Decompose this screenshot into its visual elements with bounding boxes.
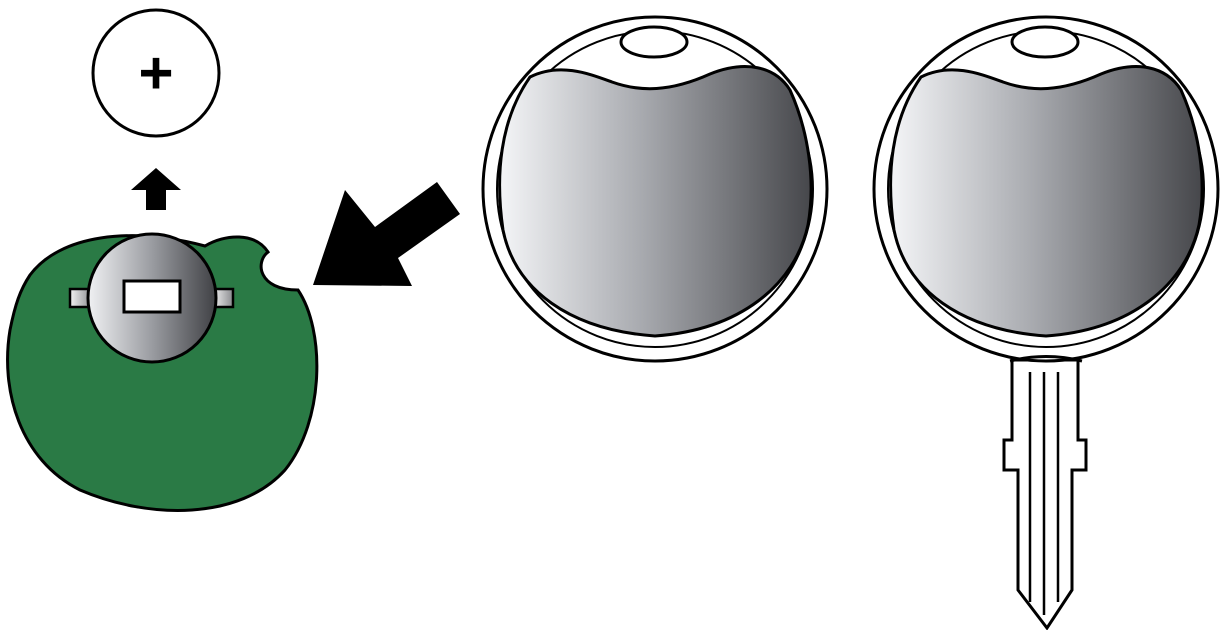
blade-collar (1009, 355, 1083, 363)
key-fob-open-case (481, 15, 829, 363)
arrow-up-icon (131, 168, 181, 210)
positive-polarity-indicator: + (91, 8, 221, 138)
arrow-down-left-icon (313, 182, 460, 286)
keyring-hole (619, 25, 689, 59)
circuit-board (6, 232, 319, 512)
key-head-metal-cover (889, 65, 1204, 338)
key-keyring-hole (1010, 25, 1080, 59)
fob-metal-cover (498, 65, 813, 338)
key-with-blade (872, 15, 1220, 630)
polarity-circle (91, 8, 221, 138)
battery-contact-window (122, 279, 182, 314)
plus-sign-label: + (138, 40, 173, 107)
